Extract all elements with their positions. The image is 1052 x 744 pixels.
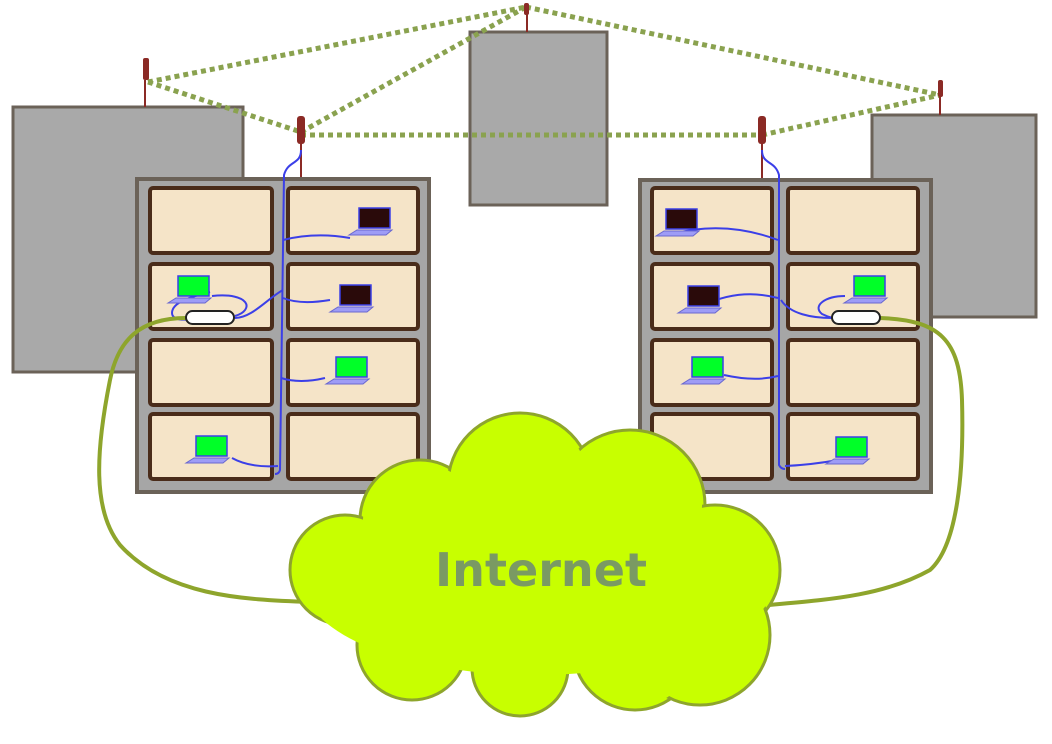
antenna-icon — [758, 116, 766, 180]
router-icon — [185, 310, 235, 325]
lan-cable — [280, 377, 326, 382]
room — [650, 186, 774, 255]
uplink-cable — [757, 316, 965, 608]
antenna-icon — [143, 58, 149, 107]
lan-cable — [282, 234, 351, 241]
lan-cable — [761, 149, 786, 470]
antenna-icon — [938, 80, 943, 115]
antenna-icon — [297, 116, 305, 180]
lan-cables — [170, 149, 846, 475]
wireless-link — [147, 4, 527, 85]
lan-cable — [274, 149, 302, 475]
router-icon — [831, 310, 881, 325]
lan-cable — [231, 457, 279, 468]
antenna-icon — [524, 3, 529, 32]
room — [148, 338, 274, 407]
lan-cable — [723, 374, 779, 380]
building-center — [468, 30, 609, 207]
wireless-link — [525, 4, 941, 98]
cloud-label: Internet — [435, 543, 647, 597]
room — [286, 412, 420, 481]
uplink-cable — [97, 316, 313, 604]
room — [786, 338, 920, 407]
lan-cable — [282, 297, 331, 304]
room — [286, 186, 420, 255]
room — [148, 186, 274, 255]
cloud-icon: Internet — [288, 411, 782, 718]
wireless-link — [299, 4, 528, 135]
room — [786, 186, 920, 255]
lan-cable — [211, 294, 248, 317]
uplink-cables — [97, 316, 965, 608]
lan-cable — [234, 289, 284, 319]
wireless-links — [147, 4, 941, 138]
wireless-link — [761, 92, 941, 138]
lan-cable — [780, 299, 833, 319]
